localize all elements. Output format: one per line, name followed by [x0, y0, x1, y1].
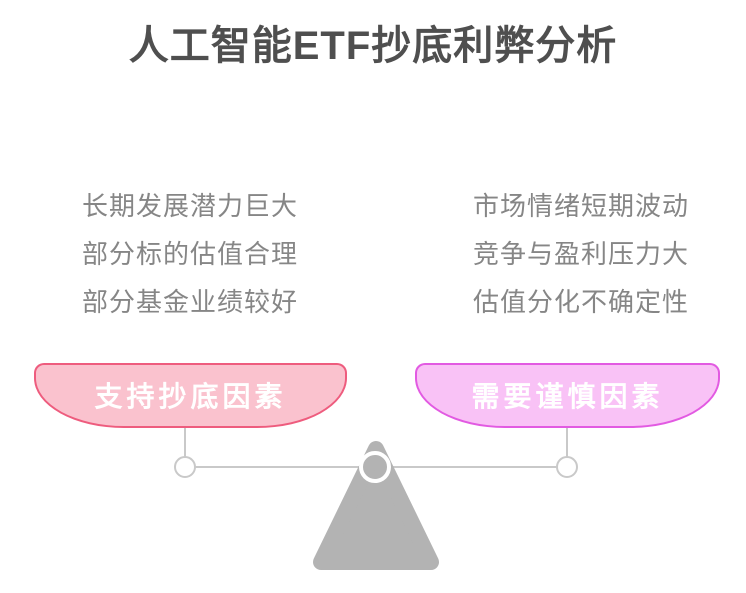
list-item: 竞争与盈利压力大	[473, 239, 690, 269]
pivot-ring-icon	[359, 451, 391, 483]
beam-end-circle-right	[556, 456, 578, 478]
list-item: 市场情绪短期波动	[473, 191, 690, 221]
cons-pan-label: 需要谨慎因素	[471, 380, 664, 412]
beam-connector-right	[566, 428, 568, 457]
cons-list: 市场情绪短期波动 竞争与盈利压力大 估值分化不确定性	[473, 182, 689, 326]
list-item: 估值分化不确定性	[473, 287, 690, 317]
pros-pan: 支持抄底因素	[34, 363, 347, 428]
beam-connector-left	[184, 428, 186, 457]
list-item: 部分标的估值合理	[82, 239, 299, 269]
beam-end-circle-left	[174, 456, 196, 478]
page-title: 人工智能ETF抄底利弊分析	[128, 24, 618, 68]
list-item: 长期发展潜力巨大	[82, 191, 299, 221]
cons-pan: 需要谨慎因素	[415, 363, 720, 428]
list-item: 部分基金业绩较好	[82, 287, 299, 317]
fulcrum-triangle-shape	[313, 441, 439, 570]
pros-list: 长期发展潜力巨大 部分标的估值合理 部分基金业绩较好	[82, 182, 298, 326]
fulcrum-triangle-icon	[313, 441, 439, 570]
pros-pan-label: 支持抄底因素	[94, 380, 287, 412]
